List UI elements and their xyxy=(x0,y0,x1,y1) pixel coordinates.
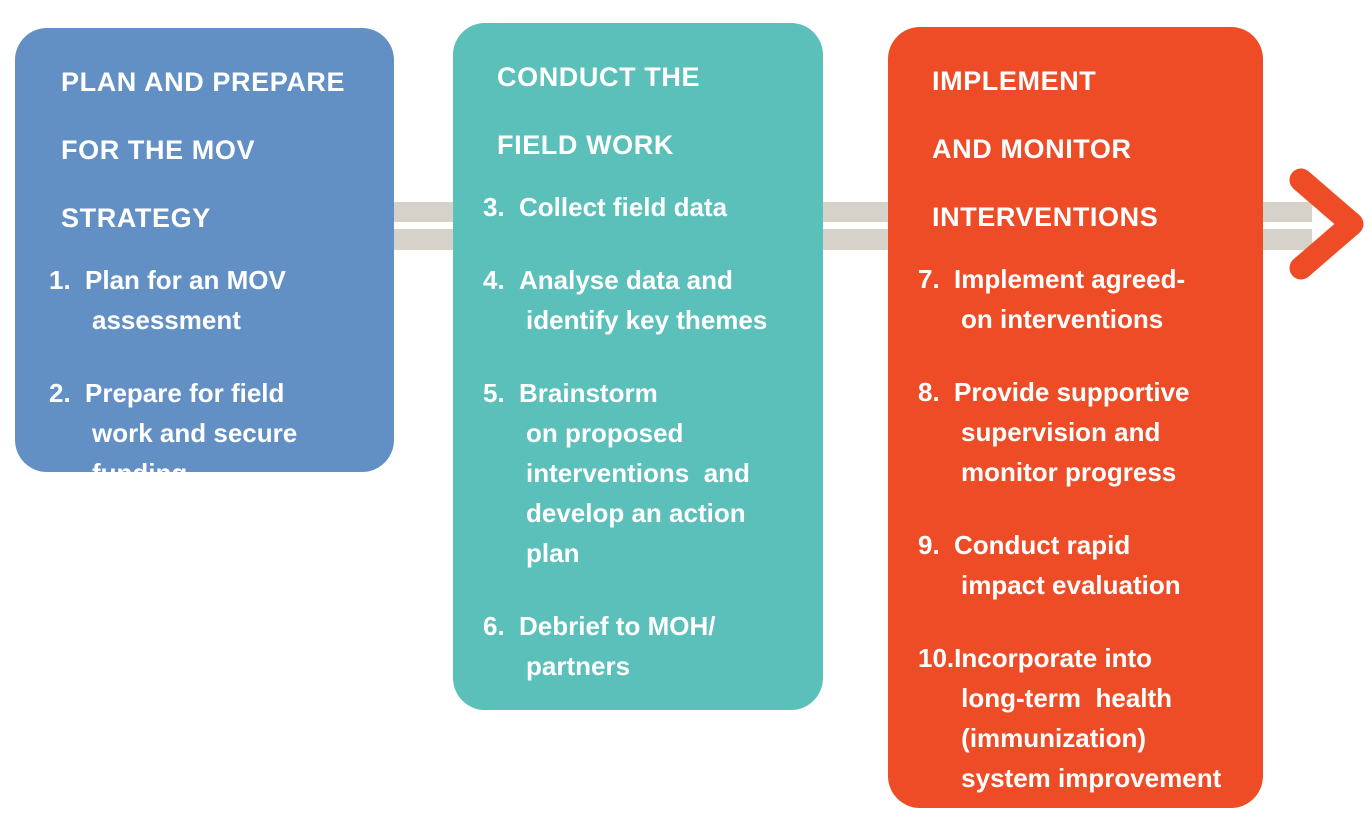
stage-box-implement-and-monitor: IMPLEMENT AND MONITOR INTERVENTIONS 7. I… xyxy=(888,27,1263,832)
step-line: assessment xyxy=(92,305,241,335)
step-line: impact evaluation xyxy=(961,570,1181,600)
step-text: Collect field data xyxy=(519,187,813,227)
step-text: Plan for an MOV assessment xyxy=(85,260,384,340)
step-line: Incorporate into xyxy=(954,643,1153,673)
step-number: 2. xyxy=(49,378,71,408)
arrow-right-icon xyxy=(1289,168,1364,280)
step-text: Conduct rapid impact evaluation xyxy=(954,525,1253,605)
step-line: Provide supportive xyxy=(954,377,1190,407)
stage-title-line: FIELD WORK xyxy=(497,130,674,160)
step-line: long-term health xyxy=(961,683,1173,713)
stage-title: IMPLEMENT AND MONITOR INTERVENTIONS xyxy=(932,64,1245,234)
step-line: Conduct rapid xyxy=(954,530,1131,560)
stage-box-conduct-field-work: CONDUCT THE FIELD WORK 3. Collect field … xyxy=(453,23,823,710)
step-text: Prepare for field work and secure fundin… xyxy=(85,373,384,493)
step-text: Provide supportive supervision and monit… xyxy=(954,372,1253,492)
step-list: 1. Plan for an MOV assessment 2. Prepare… xyxy=(49,260,384,493)
step-line: on proposed xyxy=(526,418,684,448)
step-item: 4. Analyse data and identify key themes xyxy=(483,260,813,340)
step-number: 6. xyxy=(483,611,505,641)
step-line: identify key themes xyxy=(526,305,768,335)
step-line: funding xyxy=(92,458,188,488)
step-line: Plan for an MOV xyxy=(85,265,286,295)
stage-title-line: AND MONITOR xyxy=(932,134,1132,164)
step-item: 9. Conduct rapid impact evaluation xyxy=(918,525,1253,605)
stage-title-line: FOR THE MOV xyxy=(61,135,256,165)
step-line: Brainstorm xyxy=(519,378,658,408)
step-text: Brainstorm on proposed interventions and… xyxy=(519,373,813,573)
step-line: partners xyxy=(526,651,631,681)
step-item: 8. Provide supportive supervision and mo… xyxy=(918,372,1253,492)
step-number: 9. xyxy=(918,530,940,560)
step-line: work and secure xyxy=(92,418,298,448)
step-text: Implement agreed- on interventions xyxy=(954,259,1253,339)
step-line: Analyse data and xyxy=(519,265,733,295)
step-line: plan xyxy=(526,538,580,568)
step-line: plans xyxy=(961,803,1030,832)
step-line: (immunization) xyxy=(961,723,1147,753)
stage-title: CONDUCT THE FIELD WORK xyxy=(497,60,805,162)
step-line: Debrief to MOH/ xyxy=(519,611,716,641)
step-line: system improvement xyxy=(961,763,1222,793)
step-item: 1. Plan for an MOV assessment xyxy=(49,260,384,340)
stage-title-line: CONDUCT THE xyxy=(497,62,701,92)
stage-title-line: INTERVENTIONS xyxy=(932,202,1159,232)
step-item: 6. Debrief to MOH/ partners xyxy=(483,606,813,686)
step-item: 2. Prepare for field work and secure fun… xyxy=(49,373,384,493)
step-number: 3. xyxy=(483,192,505,222)
step-number: 5. xyxy=(483,378,505,408)
stage-title-line: PLAN AND PREPARE xyxy=(61,67,346,97)
step-line: monitor progress xyxy=(961,457,1177,487)
step-item: 5. Brainstorm on proposed interventions … xyxy=(483,373,813,573)
step-item: 7. Implement agreed- on interventions xyxy=(918,259,1253,339)
step-line: Prepare for field xyxy=(85,378,285,408)
stage-title: PLAN AND PREPARE FOR THE MOV STRATEGY xyxy=(61,65,376,235)
step-line: supervision and xyxy=(961,417,1161,447)
step-number: 10. xyxy=(918,643,955,673)
step-number: 7. xyxy=(918,264,940,294)
step-text: Incorporate into long-term health (immun… xyxy=(954,638,1253,832)
step-text: Analyse data and identify key themes xyxy=(519,260,813,340)
step-list: 3. Collect field data 4. Analyse data an… xyxy=(483,187,813,686)
step-line: Implement agreed- xyxy=(954,264,1186,294)
step-list: 7. Implement agreed- on interventions 8.… xyxy=(918,259,1253,832)
stage-title-line: STRATEGY xyxy=(61,203,211,233)
step-line: interventions and xyxy=(526,458,750,488)
step-line: develop an action xyxy=(526,498,746,528)
stage-box-plan-and-prepare: PLAN AND PREPARE FOR THE MOV STRATEGY 1.… xyxy=(15,28,394,488)
step-number: 4. xyxy=(483,265,505,295)
step-line: Collect field data xyxy=(519,192,728,222)
step-number: 8. xyxy=(918,377,940,407)
step-line: on interventions xyxy=(961,304,1164,334)
step-item: 10. Incorporate into long-term health (i… xyxy=(918,638,1253,832)
step-number: 1. xyxy=(49,265,71,295)
step-text: Debrief to MOH/ partners xyxy=(519,606,813,686)
step-item: 3. Collect field data xyxy=(483,187,813,227)
stage-title-line: IMPLEMENT xyxy=(932,66,1097,96)
